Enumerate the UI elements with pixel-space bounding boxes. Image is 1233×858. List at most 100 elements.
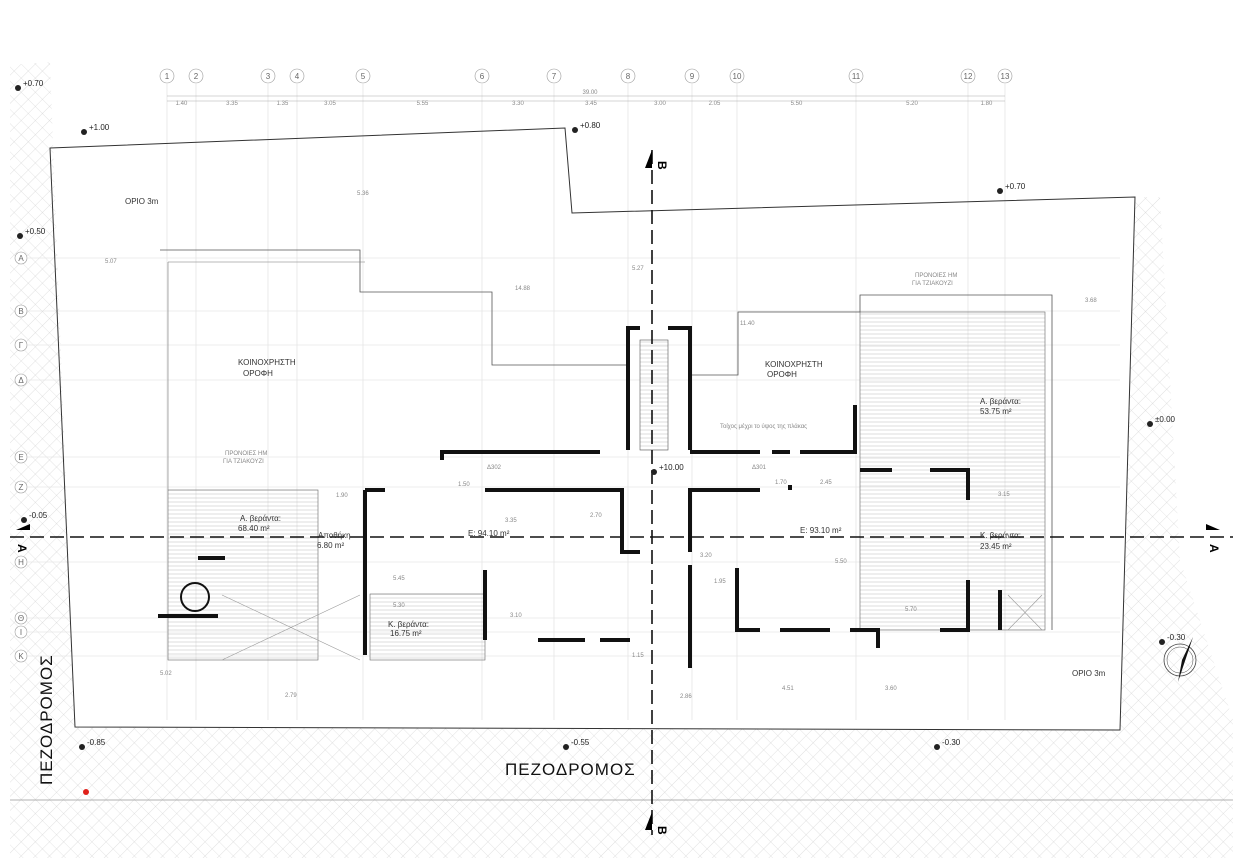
inner-dimensions: 5.075.3614.885.2711.403.681.901.503.352.… [105, 191, 1097, 700]
column-dimension: 2.05 [709, 101, 721, 107]
storage-label: Αποθήκη [318, 531, 351, 540]
column-dimension: 5.55 [417, 101, 429, 107]
column-axis-bubble [355, 68, 371, 84]
room-dimension: 3.60 [885, 686, 897, 692]
door-302: Δ302 [487, 465, 502, 471]
level-marker-icon [934, 744, 940, 750]
row-axis-bubble [14, 649, 28, 663]
column-axis-bubble [960, 68, 976, 84]
veranda-a-left-label: Α. βεράντα: [240, 514, 281, 523]
room-dimension: 1.15 [632, 653, 644, 659]
veranda-a-left-area: 68.40 m² [238, 524, 270, 533]
row-axis-bubble [14, 251, 28, 265]
room-dimension: 5.27 [632, 266, 644, 272]
row-axis-label: K [18, 652, 24, 661]
row-axis-bubble [14, 611, 28, 625]
boundary-label: ΟΡΙΟ 3m [125, 197, 159, 206]
veranda-k-right-label: Κ. βεράντα: [980, 531, 1021, 540]
column-axis-label: 10 [733, 72, 742, 81]
column-axis-bubble [620, 68, 636, 84]
level-marker-icon [15, 85, 21, 91]
section-label-b-top: B [655, 161, 669, 170]
level-marker-icon [21, 517, 27, 523]
room-dimension: 3.35 [505, 518, 517, 524]
column-dimension: 3.45 [585, 101, 597, 107]
shared-roof-right-label: ΚΟΙΝΟΧΡΗΣΤΗ [765, 360, 823, 369]
row-axis-bubble [14, 338, 28, 352]
room-dimension: 5.30 [393, 603, 405, 609]
row-axis-label: I [20, 628, 22, 637]
column-axis-bubble [729, 68, 745, 84]
room-dimension: 5.70 [905, 607, 917, 613]
column-axis-label: 12 [964, 72, 973, 81]
veranda-k-left-deck [369, 593, 486, 661]
column-axis-bubble [188, 68, 204, 84]
room-dimension: 3.10 [510, 613, 522, 619]
column-axis-label: 9 [690, 72, 695, 81]
column-axis-label: 7 [552, 72, 557, 81]
level-value: -0.85 [87, 738, 106, 747]
spiral-stair [180, 582, 210, 612]
room-dimension: 5.02 [160, 671, 172, 677]
walls [158, 326, 1002, 668]
row-axis-bubble [14, 450, 28, 464]
column-axis-label: 3 [266, 72, 271, 81]
column-dimension: 3.05 [324, 101, 336, 107]
room-dimension: 3.15 [998, 492, 1010, 498]
veranda-k-left-area: 16.75 m² [390, 629, 422, 638]
solar-note-left: ΓΙΑ ΤΖΙΑΚΟΥΖΙ [223, 459, 264, 465]
plot-boundary [49, 127, 1136, 731]
level-marker-icon [997, 188, 1003, 194]
level-marks: +0.70+1.00+0.80+0.70+0.50-0.05±0.00-0.30… [15, 79, 1186, 750]
column-axis-label: 5 [361, 72, 366, 81]
room-dimension: 2.70 [590, 513, 602, 519]
veranda-a-right-area: 53.75 m² [980, 407, 1012, 416]
shared-roof-left-label: ΚΟΙΝΟΧΡΗΣΤΗ [238, 358, 296, 367]
column-dimension: 3.00 [654, 101, 666, 107]
level-value: +10.00 [659, 463, 684, 472]
stair [639, 339, 669, 451]
street-label-bottom: ΠΕΖΟΔΡΟΜΟΣ [505, 760, 636, 779]
room-dimension: 5.45 [393, 576, 405, 582]
row-axis-label: Θ [18, 614, 24, 623]
column-axis-bubble [260, 68, 276, 84]
column-axis-label: 11 [852, 72, 861, 81]
row-axis-label: B [18, 307, 23, 316]
row-axis-label: A [18, 254, 24, 263]
room-dimension: 1.50 [458, 482, 470, 488]
boundary-label: ΟΡΙΟ 3m [1072, 669, 1106, 678]
column-dimension: 1.35 [277, 101, 289, 107]
shared-roof-right [690, 294, 1053, 630]
column-dimension: 3.35 [226, 101, 238, 107]
solar-note-right: ΓΙΑ ΤΖΙΑΚΟΥΖΙ [912, 281, 953, 287]
column-dimension: 5.20 [906, 101, 918, 107]
north-arrow-icon [1163, 637, 1197, 682]
room-dimension: 14.88 [515, 286, 531, 292]
row-axis-bubble [14, 625, 28, 639]
unit-302-area: Ε: 94.10 m² [468, 529, 510, 538]
level-marker-icon [79, 744, 85, 750]
level-value: -0.30 [942, 738, 961, 747]
column-axis-bubble [289, 68, 305, 84]
room-dimension: 11.40 [740, 321, 755, 327]
column-axis-label: 1 [165, 72, 170, 81]
room-dimension: 5.36 [357, 191, 369, 197]
veranda-a-right-label: Α. βεράντα: [980, 397, 1021, 406]
room-dimension: 1.70 [775, 480, 787, 486]
total-dimension: 39.00 [582, 90, 598, 96]
veranda-k-right-area: 23.45 m² [980, 542, 1012, 551]
x-void [221, 594, 1043, 661]
shared-roof-left [160, 249, 628, 366]
level-marker-icon [572, 127, 578, 133]
room-dimension: 4.51 [782, 686, 794, 692]
street-label-left: ΠΕΖΟΔΡΟΜΟΣ [37, 654, 56, 785]
column-dimension: 5.50 [791, 101, 803, 107]
row-axis-bubble [14, 480, 28, 494]
level-value: +0.70 [1005, 182, 1026, 191]
row-axis-bubble [14, 304, 28, 318]
solar-note-right: ΠΡΟΝΟΙΕΣ ΗΜ [915, 273, 957, 279]
column-axis-label: 6 [480, 72, 485, 81]
room-dimension: 5.07 [105, 259, 117, 265]
row-axis-label: Δ [18, 376, 24, 385]
